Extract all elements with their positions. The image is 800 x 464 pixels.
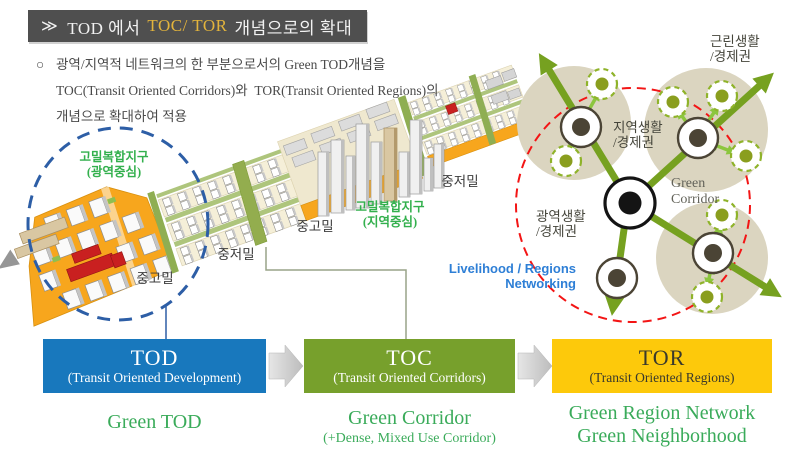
toc-connector-line: [265, 247, 407, 339]
region-network-diagram: [515, 53, 782, 323]
metro-region-red-dashed-circle: [515, 87, 751, 323]
label-regional-zone: 지역생활 /경제권: [613, 120, 683, 150]
label-district-metro: 고밀복합지구 (광역중심): [62, 150, 166, 180]
caption-2-line1: Green Corridor: [348, 407, 471, 429]
far-end-blocks: [484, 68, 522, 105]
label-district-regional: 고밀복합지구 (지역중심): [338, 200, 442, 230]
title-part-2: 개념으로의 확대: [234, 18, 353, 38]
red-landmark-buildings: [66, 243, 127, 283]
caption-green-tod: Green TOD: [43, 411, 266, 434]
toc-abbr: TOC: [386, 345, 433, 370]
bullet-line-1: 광역/지역적 네트워크의 한 부분으로서의 Green TOD개념을: [56, 57, 386, 72]
metro-core-street: [101, 186, 142, 290]
tor-full: (Transit Oriented Regions): [589, 370, 735, 385]
tor-box: TOR (Transit Oriented Regions): [552, 339, 772, 393]
district-regional-subtitle: (지역중심): [362, 215, 418, 229]
small-parks: [51, 196, 117, 263]
label-lowmid-left: 중저밀: [217, 247, 255, 262]
label-neighborhood-zone: 근린생활 /경제권: [710, 34, 780, 64]
bullet-line-3: 개념으로 확대하여 적용: [56, 109, 187, 124]
label-midhigh-left: 중고밀: [136, 271, 174, 286]
bullet-line-2: TOC(Transit Oriented Corridors)와 TOR(Tra…: [56, 83, 439, 98]
networking-line2: Networking: [505, 276, 576, 291]
district-metro-subtitle: (광역중심): [86, 165, 142, 179]
slide-title-bar: ≫ TOD 에서 TOC/ TOR 개념으로의 확대: [28, 10, 367, 42]
neighborhood-nodes: [549, 67, 763, 314]
neighborhood-line1: 근린생활: [710, 34, 760, 49]
label-metro-zone: 광역생활 /경제권: [536, 209, 606, 239]
neighborhood-line2: /경제권: [710, 49, 752, 64]
green-cross-road-1: [147, 190, 179, 274]
small-red-building: [445, 102, 459, 115]
chevron-icon: ≫: [41, 18, 59, 35]
tor-abbr: TOR: [638, 345, 686, 370]
label-livelihood-networking: Livelihood / Regions Networking: [440, 261, 576, 291]
title-part-1: TOD 에서: [67, 18, 141, 38]
tod-abbr: TOD: [130, 345, 179, 370]
networking-line1: Livelihood / Regions: [448, 261, 576, 276]
caption-3-line2: Green Neighborhood: [577, 425, 747, 447]
shadow-wedge: [0, 249, 20, 269]
caption-green-corridor: Green Corridor (+Dense, Mixed Use Corrid…: [304, 407, 515, 447]
green-corridor-line2: Corridor: [671, 192, 720, 207]
highrise-towers: [317, 119, 445, 217]
green-cross-road-2: [232, 159, 268, 246]
label-lowmid-right: 중저밀: [441, 174, 479, 189]
toc-box: TOC (Transit Oriented Corridors): [304, 339, 515, 393]
caption-3-line1: Green Region Network: [568, 402, 756, 424]
city-corridor-illustration: [0, 64, 536, 327]
label-midhigh-center: 중고밀: [296, 219, 334, 234]
metro-line1: 광역생활: [536, 209, 586, 224]
metro-line2: /경제권: [536, 224, 578, 239]
bullet-text: 광역/지역적 네트워크의 한 부분으로서의 Green TOD개념을 TOC(T…: [56, 52, 439, 130]
caption-green-region: Green Region Network Green Neighborhood: [552, 402, 772, 448]
toc-full: (Transit Oriented Corridors): [333, 370, 486, 385]
flow-arrow-1: [268, 344, 304, 388]
bullet-paragraph: ○ 광역/지역적 네트워크의 한 부분으로서의 Green TOD개념을 TOC…: [36, 52, 439, 130]
district-regional-title: 고밀복합지구: [355, 200, 425, 214]
metro-core-boundary-circle: [26, 126, 210, 322]
metro-center-node: [603, 176, 657, 230]
tod-box: TOD (Transit Oriented Development): [43, 339, 266, 393]
bullet-marker-icon: ○: [36, 57, 45, 72]
label-green-corridor: Green Corridor: [671, 176, 741, 208]
tod-full: (Transit Oriented Development): [67, 370, 242, 385]
flow-arrow-2: [517, 344, 553, 388]
district-metro-title: 고밀복합지구: [79, 150, 149, 164]
caption-2-line2: (+Dense, Mixed Use Corridor): [323, 431, 496, 446]
regional-line2: /경제권: [613, 135, 655, 150]
tan-slab-buildings: [13, 216, 69, 260]
title-accent: TOC/ TOR: [147, 16, 228, 35]
green-cross-road-4: [468, 73, 497, 146]
regional-line1: 지역생활: [613, 120, 663, 135]
caption-1-line1: Green TOD: [107, 411, 202, 433]
green-corridor-line1: Green: [671, 176, 706, 191]
district-nodes: [559, 105, 735, 300]
